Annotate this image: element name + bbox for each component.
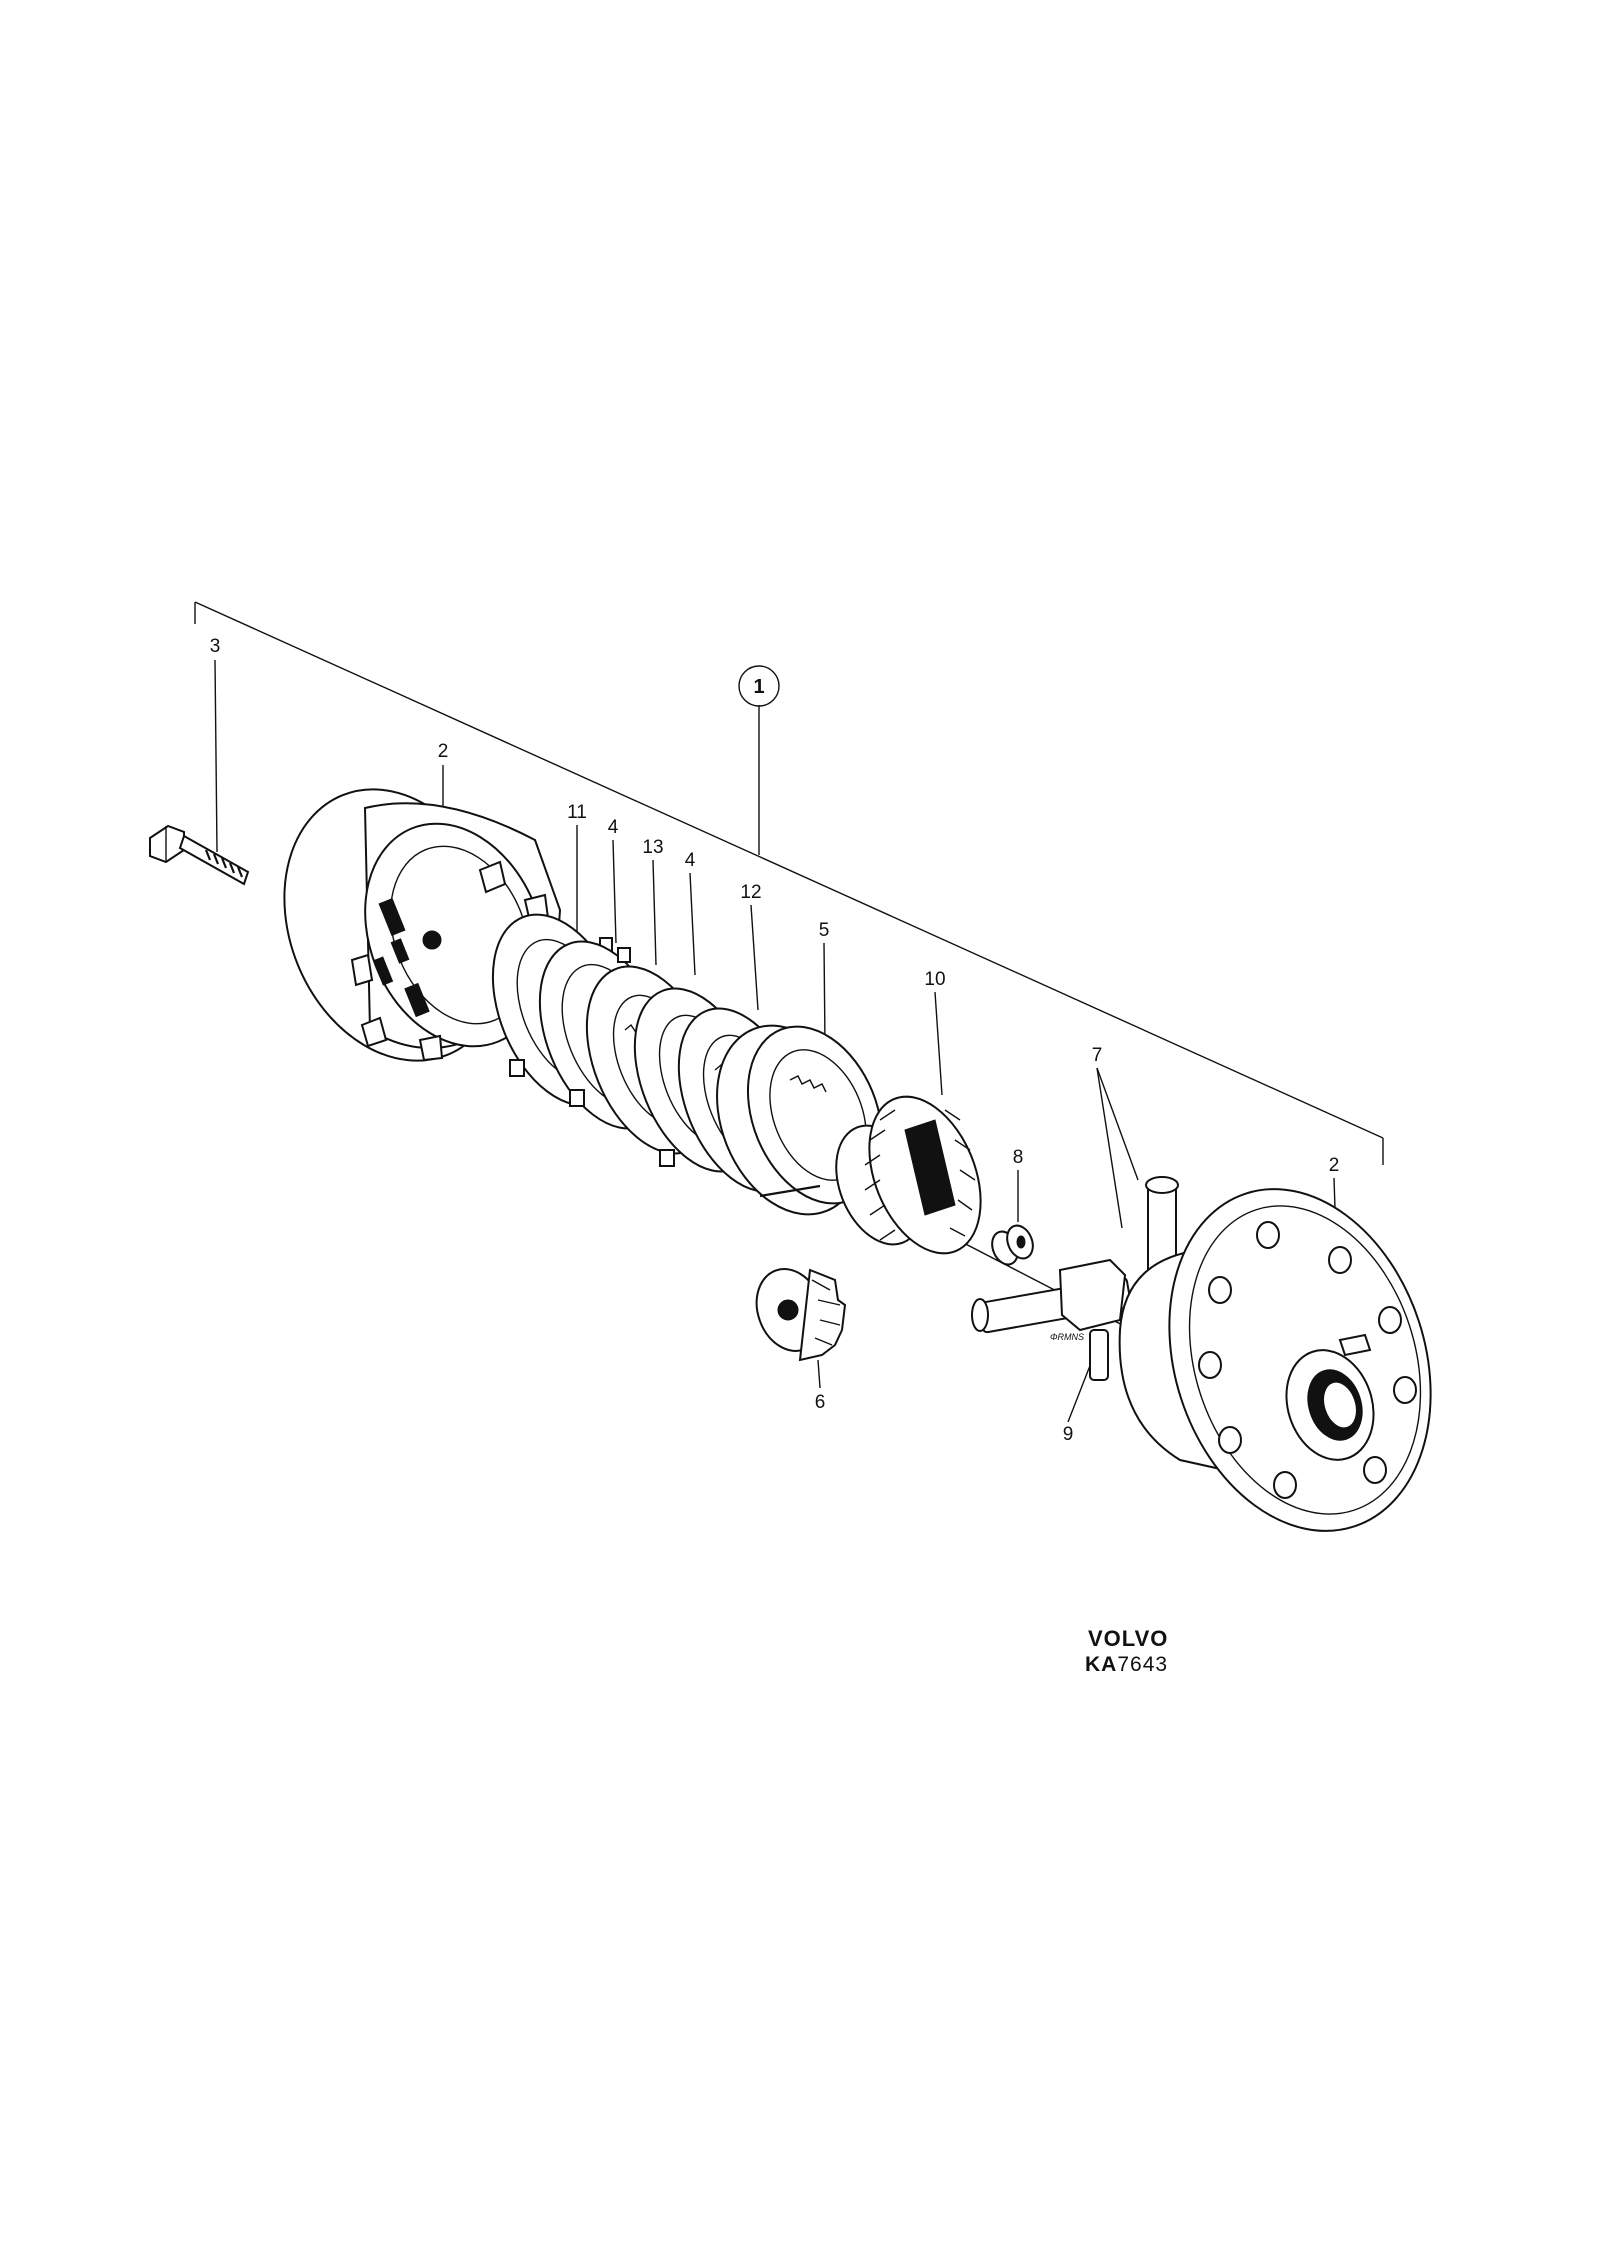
- assembly-callout: 1: [753, 676, 764, 698]
- callout-8: 8: [1013, 1147, 1024, 1168]
- callout-9: 9: [1063, 1424, 1074, 1445]
- bevel-gear-icon: [755, 1268, 847, 1362]
- svg-text:KA7643: KA7643: [1085, 1653, 1168, 1676]
- differential-case-icon: [1118, 1188, 1432, 1532]
- bevel-gear-icon: [835, 1095, 982, 1255]
- callout-11: 11: [567, 802, 587, 823]
- bolt-icon: [149, 824, 250, 886]
- leader-lines: [214, 659, 1337, 1423]
- brand-name: VOLVO: [1088, 1626, 1168, 1651]
- callout-3: 3: [210, 636, 221, 657]
- pin-icon: [1089, 1329, 1109, 1381]
- callout-4-b: 4: [685, 850, 696, 871]
- callout-13: 13: [642, 837, 663, 858]
- assembly-bracket: [194, 601, 1384, 1165]
- assembly-callout-circle: [738, 665, 780, 707]
- drawing-code-number: 7643: [1117, 1653, 1168, 1676]
- bushing-icon: [991, 1224, 1034, 1266]
- drawing-code-prefix: KA: [1085, 1653, 1117, 1676]
- callout-7: 7: [1092, 1045, 1103, 1066]
- callout-labels: 1 3 2 11 4 13 4 12 5 10 7 8 2 6 9: [210, 636, 1340, 1445]
- drawing-identifier: VOLVO KA7643: [1085, 1626, 1168, 1676]
- callout-2-right: 2: [1329, 1155, 1340, 1176]
- callout-10: 10: [924, 969, 945, 990]
- callout-5: 5: [819, 920, 830, 941]
- callout-12: 12: [740, 882, 761, 903]
- callout-6: 6: [815, 1392, 826, 1413]
- callout-4-a: 4: [608, 817, 619, 838]
- shaft-stamp: ΦRMNS: [1050, 1332, 1084, 1342]
- callout-2-left: 2: [438, 741, 449, 762]
